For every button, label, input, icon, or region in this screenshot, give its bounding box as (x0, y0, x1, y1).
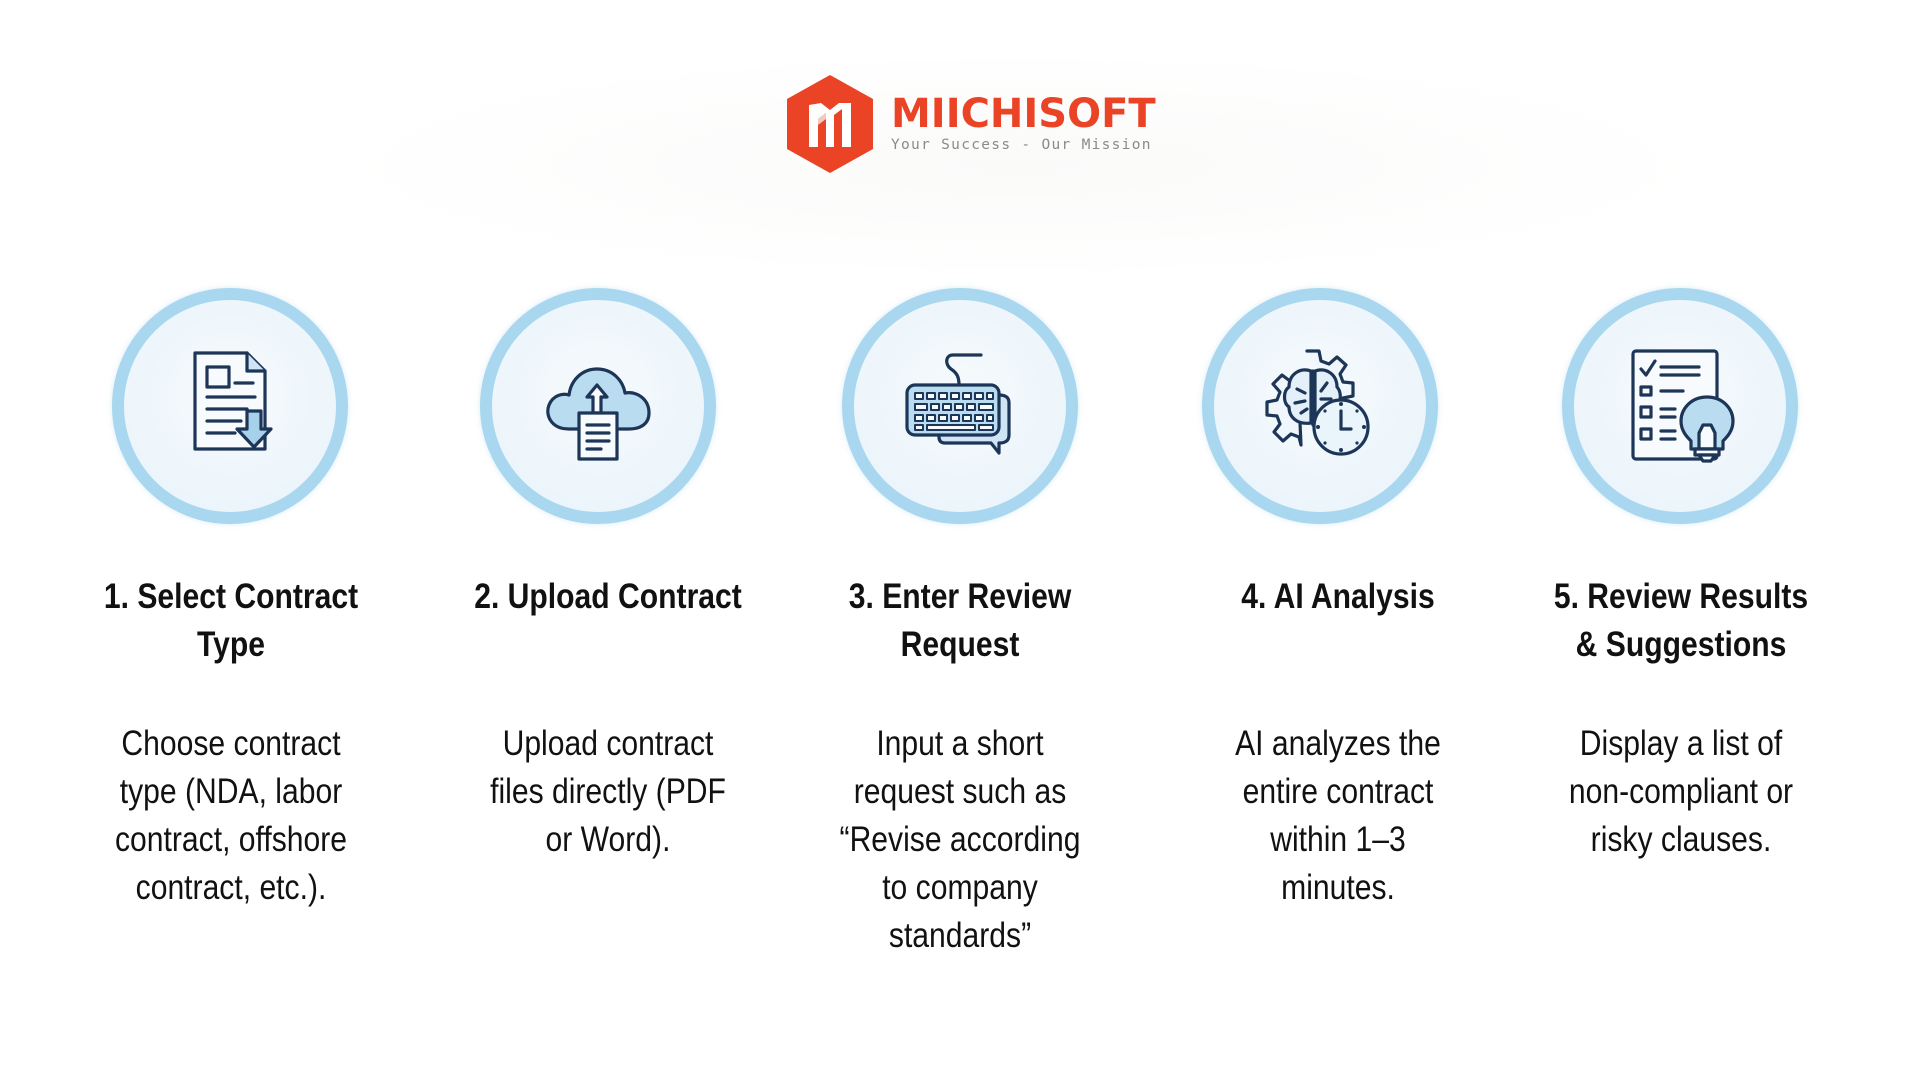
keyboard-chat-icon (905, 353, 1011, 455)
step-2-title-line-1: 2. Upload Contract (474, 577, 742, 616)
m-hexagon-logo-icon (787, 75, 873, 173)
brand-logo: MIICHISOFT Your Success - Our Mission (787, 74, 1156, 174)
brand-tagline: Your Success - Our Mission (891, 137, 1152, 153)
step-5-icon-circle (1562, 288, 1798, 524)
step-3-icon-circle (842, 288, 1078, 524)
step-3-title-line-2: Request (900, 625, 1020, 664)
step-1-title-line-2: Type (196, 625, 266, 664)
step-1-title: 1. Select Contract Type (85, 573, 377, 669)
step-5-description: Display a list of non-compliant or risky… (1568, 724, 1794, 859)
step-4-title-line-1: 4. AI Analysis (1241, 577, 1435, 616)
step-1-icon-circle (112, 288, 348, 524)
step-3-title: 3. Enter Review Request (814, 573, 1106, 669)
step-4-description: AI analyzes the entire contract within 1… (1235, 724, 1441, 907)
checklist-lightbulb-icon (1631, 349, 1735, 463)
step-3-title-line-1: 3. Enter Review (848, 577, 1072, 616)
step-2-icon-circle (480, 288, 716, 524)
step-3-description: Input a short request such as “Revise ac… (839, 724, 1081, 955)
step-4-title: 4. AI Analysis (1192, 573, 1484, 621)
step-5-title: 5. Review Results & Suggestions (1535, 573, 1827, 669)
cloud-upload-document-icon (546, 367, 651, 461)
document-download-icon (193, 351, 273, 451)
step-4-icon-circle (1202, 288, 1438, 524)
background-haze (320, 50, 1720, 280)
step-5-title-line-1: 5. Review Results (1553, 577, 1809, 616)
step-2-description: Upload contract files directly (PDF or W… (490, 724, 726, 859)
step-1-title-line-1: 1. Select Contract (103, 577, 359, 616)
step-1-description: Choose contract type (NDA, labor contrac… (114, 724, 348, 907)
brand-name: MIICHISOFT (891, 91, 1156, 137)
step-5-title-line-2: & Suggestions (1575, 625, 1787, 664)
step-2-title: 2. Upload Contract (462, 573, 754, 621)
brain-gear-clock-icon (1265, 349, 1370, 456)
